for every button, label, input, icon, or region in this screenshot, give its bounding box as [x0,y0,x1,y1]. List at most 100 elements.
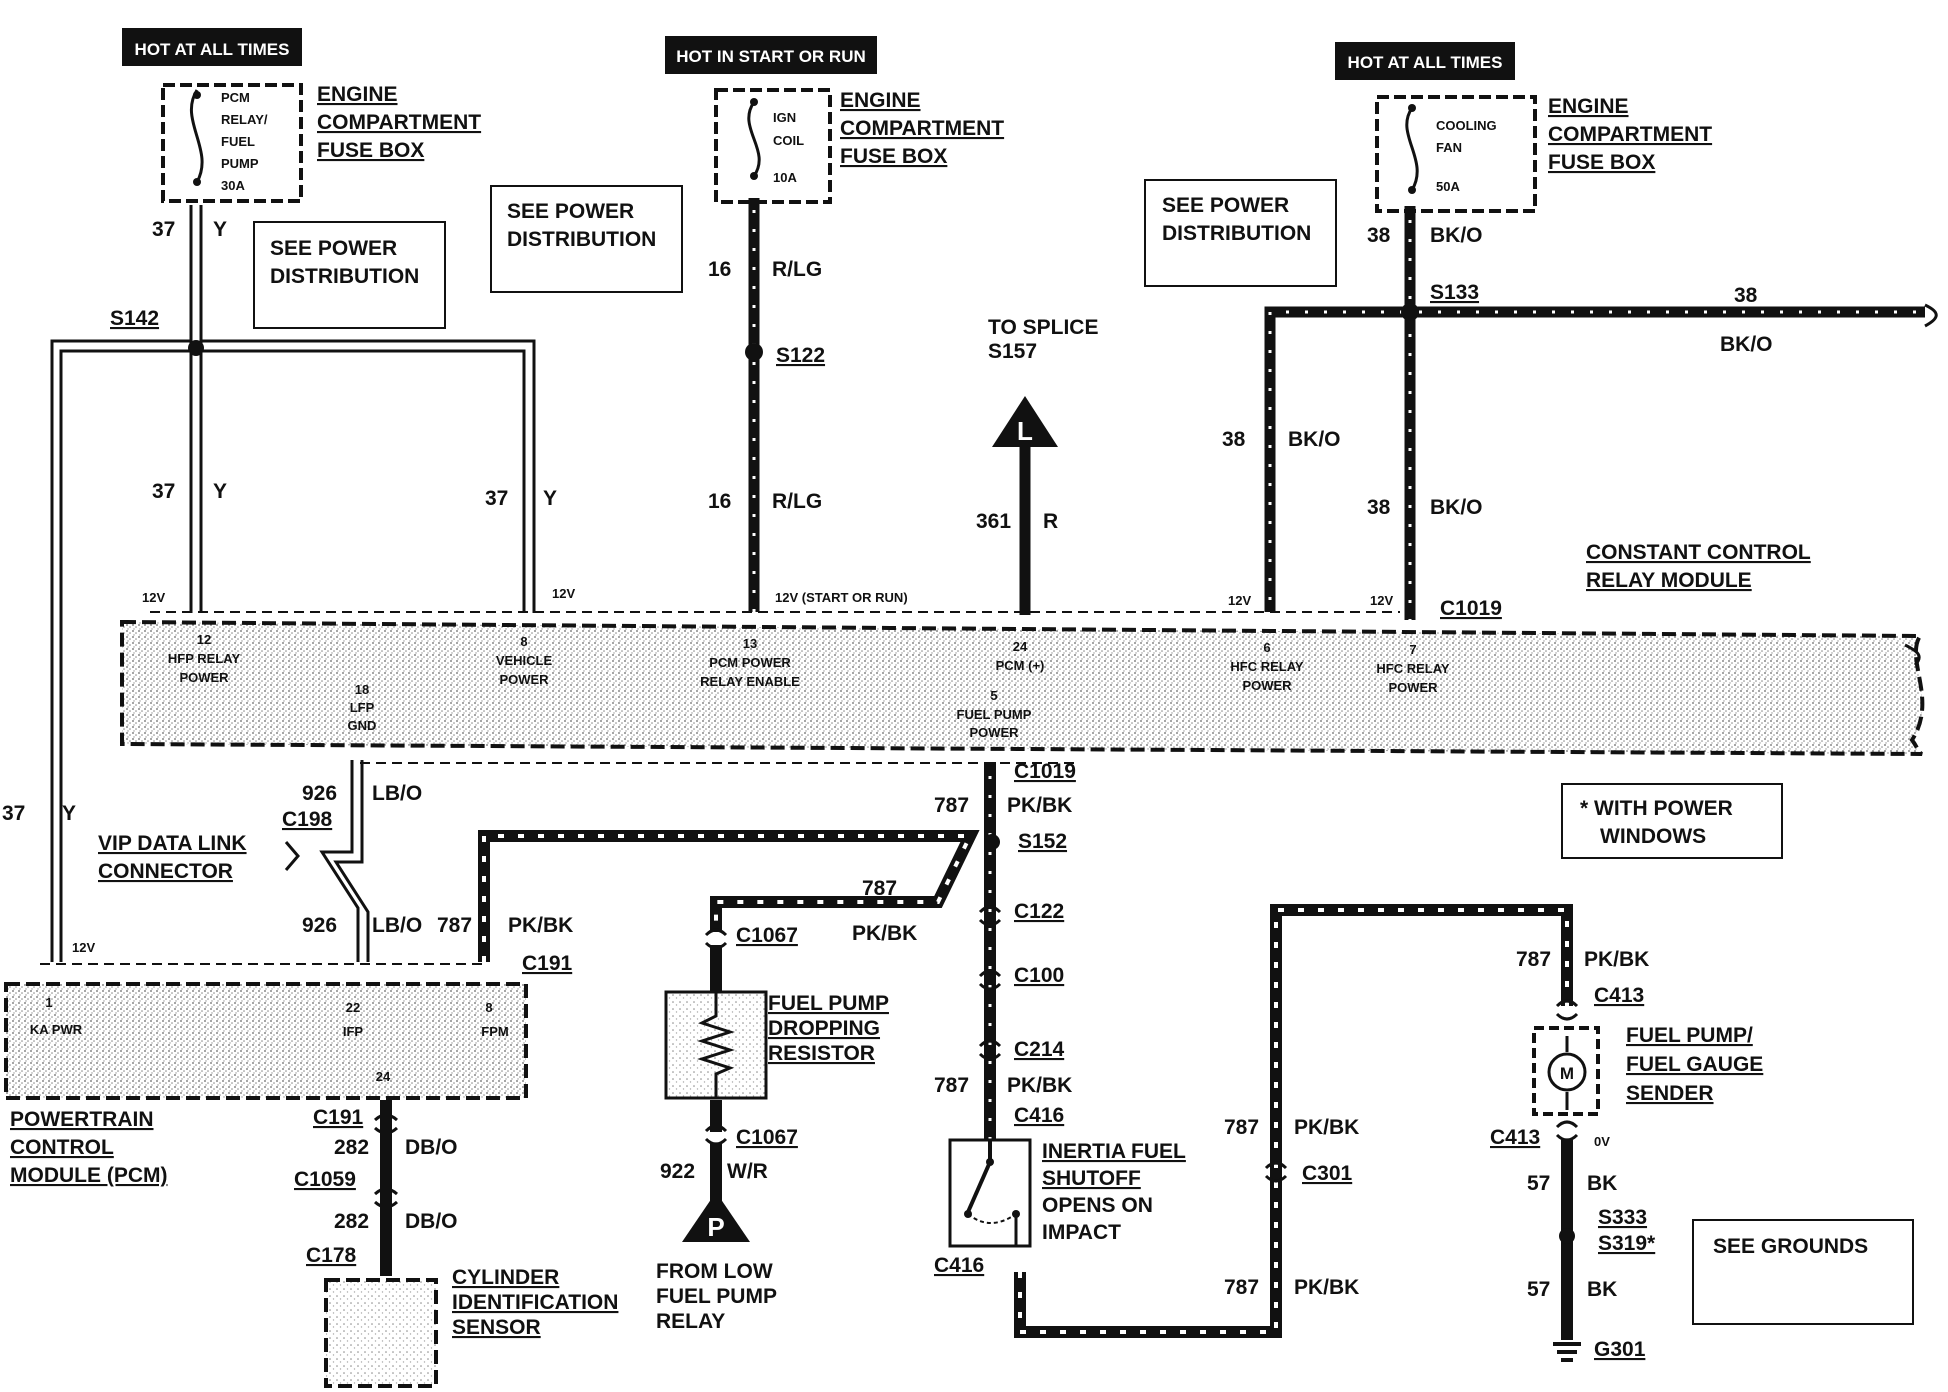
svg-text:HOT AT ALL TIMES: HOT AT ALL TIMES [1348,53,1503,72]
svg-text:S157: S157 [988,340,1037,363]
svg-text:C191: C191 [313,1106,364,1129]
fuse-box-1-title: ENGINE COMPARTMENT FUSE BOX [317,83,481,162]
ccrm-title: CONSTANT CONTROL RELAY MODULE [1586,541,1811,592]
power-header-3: HOT AT ALL TIMES [1335,42,1515,80]
svg-text:* WITH POWER: * WITH POWER [1580,797,1733,820]
svg-text:37: 37 [152,480,175,503]
svg-text:PK/BK: PK/BK [1007,794,1072,817]
fuse-box-3-title: ENGINE COMPARTMENT FUSE BOX [1548,95,1712,174]
svg-text:ENGINE: ENGINE [1548,95,1629,118]
splice-callout-l[interactable]: L [992,396,1058,447]
fuse-box-ign-coil: IGN COIL 10A [714,88,832,204]
svg-text:Y: Y [62,802,76,825]
svg-text:COOLING: COOLING [1436,118,1497,133]
svg-text:PUMP: PUMP [221,156,259,171]
voltage-labels: 12V 12V 12V (START OR RUN) 12V 12V 12V 0… [72,586,1610,1149]
svg-text:787: 787 [1224,1276,1259,1299]
splice-s122-dot [745,343,763,361]
svg-text:FUSE BOX: FUSE BOX [1548,151,1655,174]
connector-labels[interactable]: C1019 C1019 C198 C191 C191 C1059 C178 C1… [282,597,1644,1277]
svg-text:R: R [1043,510,1058,533]
svg-text:C1019: C1019 [1440,597,1502,620]
svg-text:22: 22 [346,1000,360,1015]
svg-text:POWER: POWER [1242,678,1292,693]
svg-text:CONSTANT CONTROL: CONSTANT CONTROL [1586,541,1811,564]
svg-text:COMPARTMENT: COMPARTMENT [317,111,481,134]
svg-text:RELAY MODULE: RELAY MODULE [1586,569,1752,592]
svg-text:R/LG: R/LG [772,490,822,513]
svg-text:C416: C416 [934,1254,984,1277]
svg-text:BK: BK [1587,1278,1617,1301]
svg-text:IMPACT: IMPACT [1042,1221,1121,1244]
power-header-1: HOT AT ALL TIMES [122,28,302,66]
svg-text:HOT AT ALL TIMES: HOT AT ALL TIMES [135,40,290,59]
fuse-box-pcm-relay: PCM RELAY/ FUEL PUMP 30A [161,83,303,203]
svg-text:PK/BK: PK/BK [1584,948,1649,971]
splice-s142-dot [188,340,204,356]
svg-text:POWER: POWER [1388,680,1438,695]
svg-text:7: 7 [1409,642,1416,657]
splice-callout-p[interactable]: P [682,1192,750,1242]
svg-text:POWERTRAIN: POWERTRAIN [10,1108,154,1131]
svg-text:Y: Y [213,218,227,241]
svg-text:SENSOR: SENSOR [452,1316,541,1339]
svg-text:PK/BK: PK/BK [1294,1276,1359,1299]
svg-text:FUEL: FUEL [221,134,255,149]
constant-control-relay-module [120,619,1925,756]
svg-text:926: 926 [302,782,337,805]
svg-text:37: 37 [152,218,175,241]
svg-text:C416: C416 [1014,1104,1064,1127]
svg-text:16: 16 [708,490,731,513]
svg-text:DISTRIBUTION: DISTRIBUTION [507,228,656,251]
svg-text:FUSE BOX: FUSE BOX [317,139,424,162]
svg-text:12V: 12V [142,590,165,605]
svg-text:S333: S333 [1598,1206,1647,1229]
svg-text:FUEL PUMP: FUEL PUMP [656,1285,777,1308]
see-power-distribution-3[interactable]: SEE POWER DISTRIBUTION [1144,179,1337,287]
svg-text:12: 12 [197,632,211,647]
svg-text:926: 926 [302,914,337,937]
svg-text:38: 38 [1222,428,1246,451]
svg-text:C1019: C1019 [1014,760,1076,783]
svg-text:OPENS ON: OPENS ON [1042,1194,1153,1217]
svg-text:5: 5 [990,688,997,703]
svg-text:787: 787 [934,1074,969,1097]
svg-text:DB/O: DB/O [405,1136,458,1159]
svg-text:37: 37 [2,802,25,825]
svg-text:FROM LOW: FROM LOW [656,1260,773,1283]
svg-text:0V: 0V [1594,1134,1610,1149]
svg-text:PCM POWER: PCM POWER [709,655,791,670]
splice-s333-dot [1559,1228,1575,1244]
inertia-fuel-shutoff [948,1138,1032,1248]
svg-text:ENGINE: ENGINE [840,89,921,112]
svg-text:R/LG: R/LG [772,258,822,281]
see-power-distribution-1[interactable]: SEE POWER DISTRIBUTION [253,221,446,329]
from-relay-label: FROM LOW FUEL PUMP RELAY [656,1260,777,1333]
wire-labels: 37 Y 37 Y 37 Y 37 Y 16 R/LG 16 R/LG 361 … [2,218,1773,1301]
svg-text:S133: S133 [1430,281,1479,304]
svg-text:13: 13 [743,636,757,651]
svg-text:8: 8 [485,1000,492,1015]
svg-text:BK: BK [1587,1172,1617,1195]
svg-text:PK/BK: PK/BK [1294,1116,1359,1139]
svg-text:FUEL PUMP: FUEL PUMP [957,707,1032,722]
svg-text:FUEL PUMP/: FUEL PUMP/ [1626,1024,1753,1047]
see-grounds[interactable]: SEE GROUNDS [1692,1219,1914,1325]
svg-text:G301: G301 [1594,1338,1646,1361]
svg-text:SEE POWER: SEE POWER [270,237,397,260]
power-windows-note: * WITH POWER WINDOWS [1561,783,1783,859]
see-power-distribution-2[interactable]: SEE POWER DISTRIBUTION [490,185,683,293]
svg-text:24: 24 [1013,639,1028,654]
svg-text:C100: C100 [1014,964,1064,987]
wire-37-y [50,205,536,962]
svg-text:SEE POWER: SEE POWER [507,200,634,223]
svg-text:HFP RELAY: HFP RELAY [168,651,241,666]
svg-text:M: M [1560,1064,1574,1083]
pcm-title: POWERTRAIN CONTROL MODULE (PCM) [10,1108,167,1187]
svg-text:282: 282 [334,1136,369,1159]
svg-text:C191: C191 [522,952,573,975]
fuel-pump-sender: M [1532,1026,1600,1116]
splice-labels[interactable]: S142 S122 S133 S152 S333 S319* G301 [110,281,1656,1361]
svg-text:57: 57 [1527,1172,1550,1195]
svg-text:BK/O: BK/O [1288,428,1341,451]
